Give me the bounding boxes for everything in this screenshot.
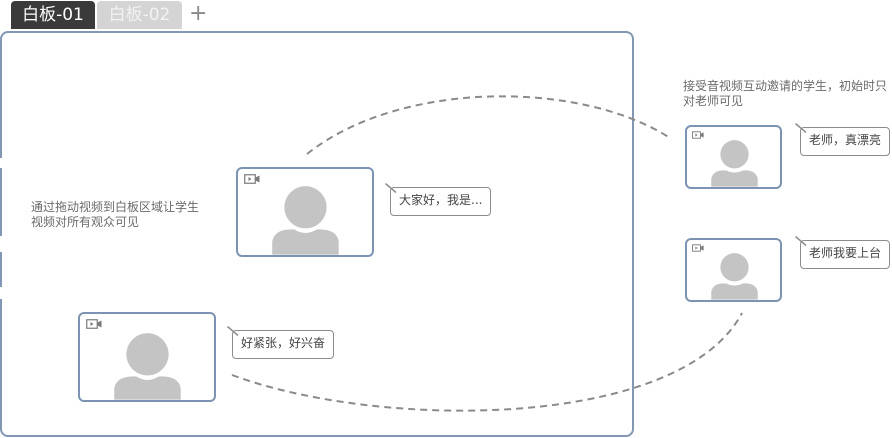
tab-whiteboard-02[interactable]: 白板-02 [97,1,182,29]
bubble-tail [385,183,397,193]
add-tab-button[interactable]: + [189,1,208,26]
tab-whiteboard-01[interactable]: 白板-01 [11,1,95,29]
speech-bubble-text: 老师，真漂亮 [809,133,882,147]
speech-bubble-bottom-left: 好紧张，好兴奋 [227,326,335,359]
speech-bubble-right-top: 老师，真漂亮 [795,123,891,156]
note-drag-to-whiteboard: 通过拖动视频到白板区域让学生视频对所有观众可见 [31,200,200,229]
bubble-tail [227,326,239,336]
video-camera-icon [692,244,704,252]
bubble-tail [795,123,807,133]
user-avatar-icon [272,186,339,255]
speech-bubble-right-bottom: 老师我要上台 [795,236,891,269]
note-initial-visibility: 接受音视频互动邀请的学生，初始时只对老师可见 [683,79,888,108]
video-tile-center[interactable] [236,167,374,257]
user-avatar-icon [114,333,181,400]
video-camera-icon [692,131,704,139]
video-tile-right-top[interactable] [685,125,782,189]
border-gap [0,158,4,168]
border-gap [0,236,4,252]
video-tile-right-bottom[interactable] [685,238,782,302]
speech-bubble-text: 老师我要上台 [809,246,882,260]
speech-bubble-center: 大家好，我是... [385,183,492,216]
bubble-tail [795,236,807,246]
user-avatar-icon [711,253,758,300]
speech-bubble-text: 好紧张，好兴奋 [241,336,326,350]
video-camera-icon [244,174,260,184]
speech-bubble-text: 大家好，我是... [399,193,483,207]
video-tile-bottom-left[interactable] [78,312,216,402]
border-gap [0,287,4,299]
user-avatar-icon [711,140,758,187]
video-camera-icon [86,319,102,329]
